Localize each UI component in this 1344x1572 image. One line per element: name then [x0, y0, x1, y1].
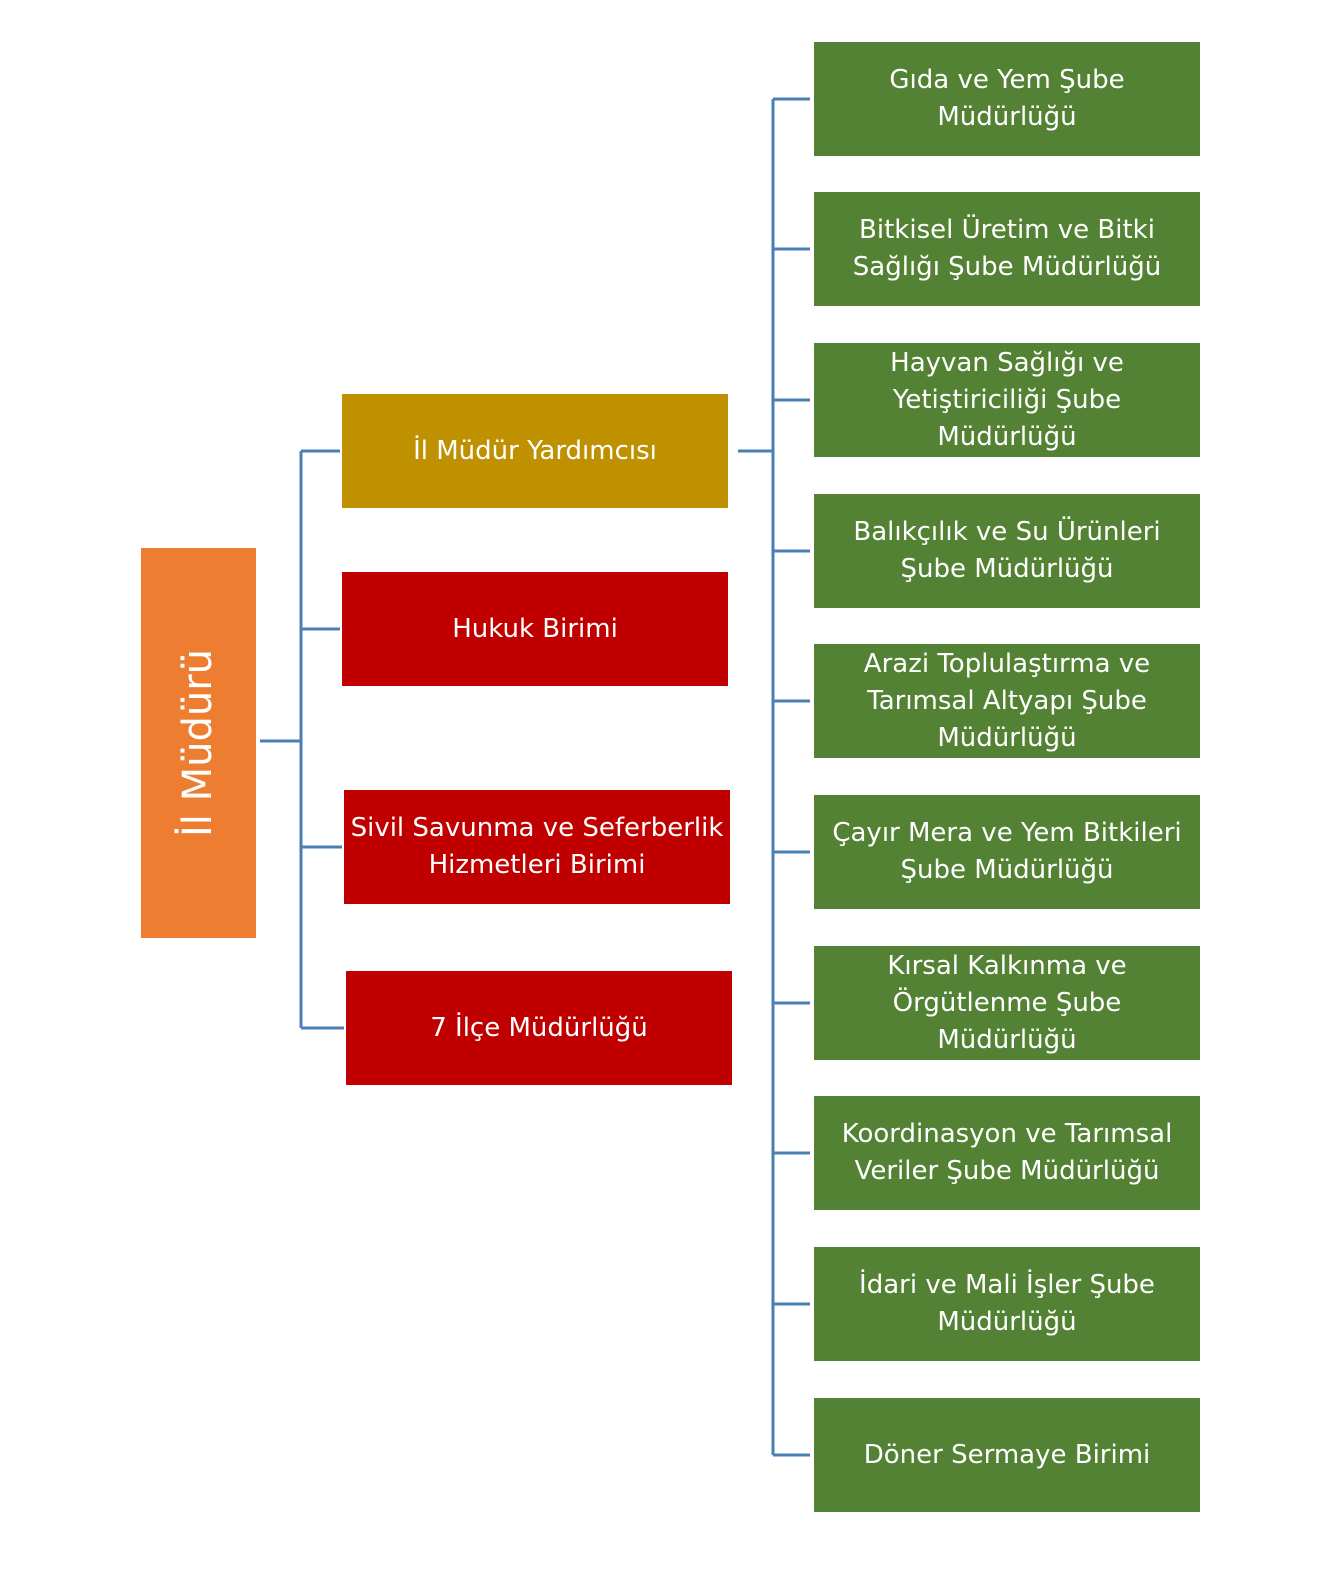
- node-il-mudur-yardimcisi: İl Müdür Yardımcısı: [342, 394, 728, 508]
- node-sivil-savunma: Sivil Savunma ve Seferberlik Hizmetleri …: [344, 790, 730, 904]
- node-arazi-toplulastirma: Arazi Toplulaştırma ve Tarımsal Altyapı …: [814, 644, 1200, 758]
- node-bitkisel-uretim: Bitkisel Üretim ve Bitki Sağlığı Şube Mü…: [814, 192, 1200, 306]
- node-label: Döner Sermaye Birimi: [863, 1439, 1151, 1470]
- node-label: Kırsal Kalkınma ve Örgütlenme Şube Müdür…: [887, 950, 1127, 1055]
- root-node-il-muduru: İl Müdürü: [141, 548, 256, 938]
- node-label: 7 İlçe Müdürlüğü: [430, 1012, 648, 1043]
- root-node-label: İl Müdürü: [175, 648, 222, 838]
- node-label: İdari ve Mali İşler Şube Müdürlüğü: [859, 1270, 1155, 1337]
- node-label: Çayır Mera ve Yem Bitkileri Şube Müdürlü…: [832, 818, 1182, 885]
- node-label: Hukuk Birimi: [452, 613, 618, 644]
- node-balikcilik: Balıkçılık ve Su Ürünleri Şube Müdürlüğü: [814, 494, 1200, 608]
- node-hukuk-birimi: Hukuk Birimi: [342, 572, 728, 686]
- node-gida-ve-yem: Gıda ve Yem Şube Müdürlüğü: [814, 42, 1200, 156]
- node-doner-sermaye: Döner Sermaye Birimi: [814, 1398, 1200, 1512]
- node-label: İl Müdür Yardımcısı: [413, 435, 657, 466]
- node-cayir-mera: Çayır Mera ve Yem Bitkileri Şube Müdürlü…: [814, 795, 1200, 909]
- node-idari-mali-isler: İdari ve Mali İşler Şube Müdürlüğü: [814, 1247, 1200, 1361]
- node-label: Hayvan Sağlığı ve Yetiştiriciliği Şube M…: [890, 347, 1124, 452]
- node-label: Bitkisel Üretim ve Bitki Sağlığı Şube Mü…: [852, 215, 1162, 282]
- node-kirsal-kalkinma: Kırsal Kalkınma ve Örgütlenme Şube Müdür…: [814, 946, 1200, 1060]
- node-hayvan-sagligi: Hayvan Sağlığı ve Yetiştiriciliği Şube M…: [814, 343, 1200, 457]
- node-label: Koordinasyon ve Tarımsal Veriler Şube Mü…: [841, 1119, 1173, 1186]
- node-koordinasyon: Koordinasyon ve Tarımsal Veriler Şube Mü…: [814, 1096, 1200, 1210]
- node-label: Arazi Toplulaştırma ve Tarımsal Altyapı …: [863, 648, 1151, 753]
- node-label: Balıkçılık ve Su Ürünleri Şube Müdürlüğü: [853, 517, 1161, 584]
- node-label: Gıda ve Yem Şube Müdürlüğü: [889, 65, 1125, 132]
- node-label: Sivil Savunma ve Seferberlik Hizmetleri …: [350, 813, 724, 880]
- node-ilce-mudurlugu: 7 İlçe Müdürlüğü: [346, 971, 732, 1085]
